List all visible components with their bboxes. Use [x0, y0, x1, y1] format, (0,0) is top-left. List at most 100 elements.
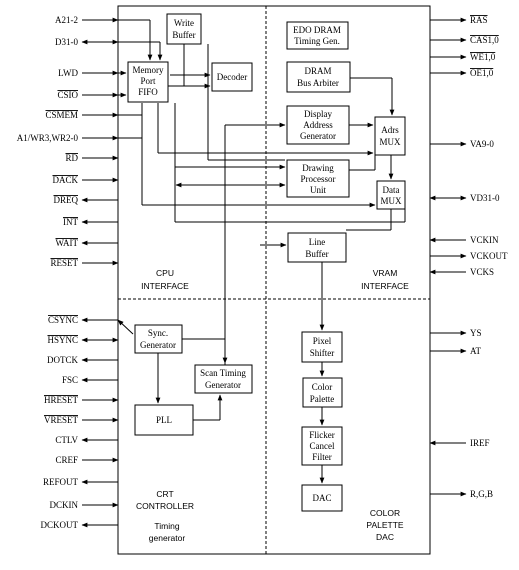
- pin-label-dckin: DCKIN: [50, 500, 79, 510]
- pin-iref: IREF: [429, 438, 490, 448]
- pin-dckout: DCKOUT: [41, 520, 118, 530]
- pin-hsync: HSYNC: [47, 335, 119, 345]
- sync-generator-block: Sync.Generator: [134, 324, 183, 354]
- pin-dotck: DOTCK: [47, 355, 118, 365]
- pin-label-csio: CSIO: [57, 90, 78, 100]
- pin-rd: RD: [65, 153, 119, 163]
- pin-label-dotck: DOTCK: [47, 355, 78, 365]
- pin-label-hreset: HRESET: [44, 395, 79, 405]
- pin-label-r-g-b: R,G,B: [470, 489, 493, 499]
- decoder-block: Decoder: [211, 62, 253, 92]
- pin-label-vd31-0: VD31-0: [470, 193, 500, 203]
- pin-vreset: VRESET: [44, 415, 119, 425]
- pin-label-we1-0: WE1,0: [470, 52, 496, 62]
- pin-ys: YS: [430, 328, 482, 338]
- pin-label-hsync: HSYNC: [47, 335, 78, 345]
- svg-text:PLL: PLL: [156, 415, 172, 425]
- pin-dack: DACK: [52, 175, 119, 185]
- pin-label-rd: RD: [65, 153, 78, 163]
- pin-lwd: LWD: [58, 68, 119, 78]
- pin-label-lwd: LWD: [58, 68, 78, 78]
- svg-text:DAC: DAC: [312, 493, 331, 503]
- pin-label-cref: CREF: [55, 455, 78, 465]
- pin-label-refout: REFOUT: [43, 477, 79, 487]
- pin-label-csmem: CSMEM: [45, 110, 78, 120]
- pin-reset: RESET: [50, 258, 119, 268]
- pin-vckout: VCKOUT: [430, 251, 508, 261]
- dac-block: DAC: [301, 484, 343, 512]
- internal-wiring: [117, 19, 406, 484]
- pin-at: AT: [430, 346, 482, 356]
- pin-vd31-0: VD31-0: [429, 193, 500, 203]
- chip-outline: [117, 5, 431, 555]
- pin-label-ctlv: CTLV: [55, 435, 78, 445]
- pin-a1-wr3-wr2-0: A1/WR3,WR2-0: [17, 133, 119, 143]
- pin-label-dack: DACK: [52, 175, 78, 185]
- pin-label-vcks: VCKS: [470, 267, 494, 277]
- pin-label-dreq: DREQ: [54, 195, 79, 205]
- pin-label-a1-wr3-wr2-0: A1/WR3,WR2-0: [17, 133, 79, 143]
- pin-cref: CREF: [55, 455, 119, 465]
- pin-d31-0: D31-0: [55, 37, 119, 47]
- pin-dckin: DCKIN: [50, 500, 119, 510]
- pin-a21-2: A21-2: [55, 15, 119, 25]
- pin-vckin: VCKIN: [429, 235, 499, 245]
- pin-csio: CSIO: [57, 90, 119, 100]
- pin-r-g-b: R,G,B: [430, 489, 493, 499]
- pin-int: INT: [63, 217, 118, 227]
- pin-label-oe1-0: OE1,0: [470, 68, 494, 78]
- pin-csmem: CSMEM: [45, 110, 119, 120]
- pin-oe1-0: OE1,0: [430, 68, 494, 78]
- pin-label-vreset: VRESET: [44, 415, 79, 425]
- pin-label-ys: YS: [470, 328, 482, 338]
- svg-text:Sync.Generator: Sync.Generator: [140, 328, 176, 350]
- pll-block: PLL: [134, 404, 194, 436]
- pin-label-vckin: VCKIN: [470, 235, 499, 245]
- pin-label-d31-0: D31-0: [55, 37, 78, 47]
- pin-fsc: FSC: [62, 375, 118, 385]
- pin-ctlv: CTLV: [55, 435, 118, 445]
- pin-ras: RAS: [430, 15, 488, 25]
- pin-dreq: DREQ: [54, 195, 118, 205]
- pin-label-dckout: DCKOUT: [41, 520, 79, 530]
- pin-vcks: VCKS: [429, 267, 494, 277]
- pin-label-wait: WAIT: [56, 238, 79, 248]
- pin-label-cas1-0: CAS1,0: [470, 35, 499, 45]
- pin-hreset: HRESET: [44, 395, 119, 405]
- svg-text:Decoder: Decoder: [217, 72, 247, 82]
- pin-label-a21-2: A21-2: [55, 15, 78, 25]
- pin-label-ras: RAS: [470, 15, 488, 25]
- pin-label-iref: IREF: [470, 438, 490, 448]
- pin-label-reset: RESET: [50, 258, 78, 268]
- pin-refout: REFOUT: [43, 477, 118, 487]
